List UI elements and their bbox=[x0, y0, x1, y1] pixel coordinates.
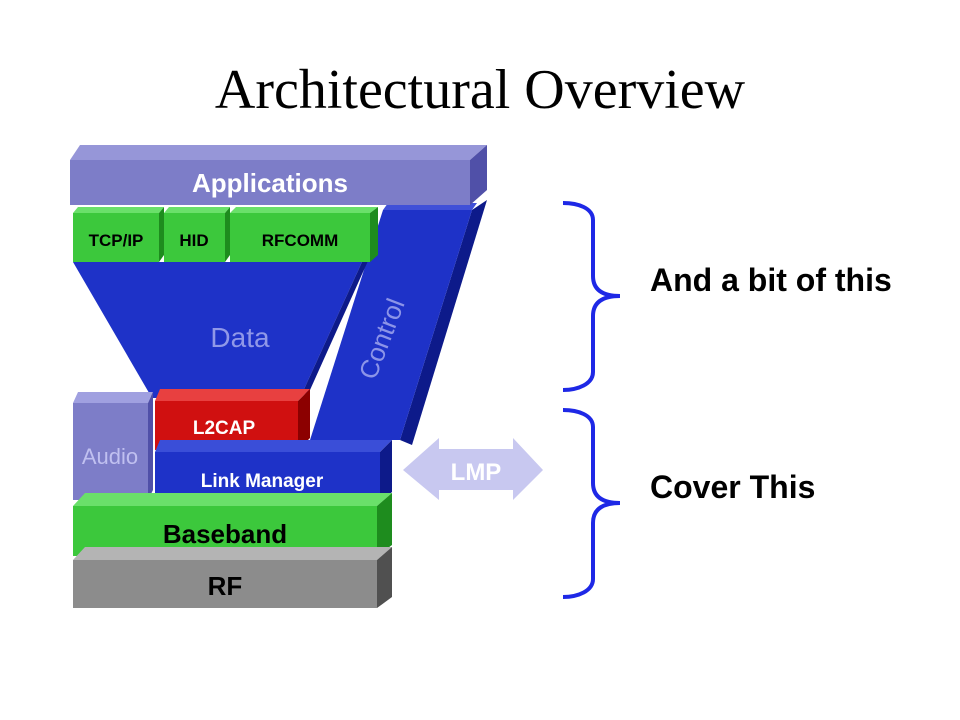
tcpip-block bbox=[73, 207, 164, 262]
lmp-arrow bbox=[403, 438, 543, 500]
rf-label: RF bbox=[208, 571, 243, 601]
applications-label: Applications bbox=[192, 168, 348, 198]
hid-label: HID bbox=[179, 231, 208, 250]
data-funnel bbox=[73, 252, 372, 398]
audio-block bbox=[73, 392, 153, 500]
l2cap-label: L2CAP bbox=[193, 418, 256, 439]
page-title: Architectural Overview bbox=[214, 59, 746, 121]
audio-label: Audio bbox=[82, 444, 138, 469]
upper-brace bbox=[562, 201, 621, 392]
upper-annotation: And a bit of this bbox=[650, 262, 892, 298]
data-label: Data bbox=[210, 322, 270, 353]
lower-annotation: Cover This bbox=[650, 469, 816, 505]
link-manager-label: Link Manager bbox=[201, 471, 324, 492]
tcpip-label: TCP/IP bbox=[89, 231, 144, 250]
lmp-label: LMP bbox=[451, 459, 502, 486]
applications-layer bbox=[70, 145, 487, 205]
lower-brace bbox=[562, 408, 621, 599]
rfcomm-block bbox=[230, 207, 378, 262]
baseband-label: Baseband bbox=[163, 519, 287, 549]
hid-block bbox=[164, 207, 230, 262]
rfcomm-label: RFCOMM bbox=[262, 231, 338, 250]
rf-block bbox=[73, 547, 392, 608]
